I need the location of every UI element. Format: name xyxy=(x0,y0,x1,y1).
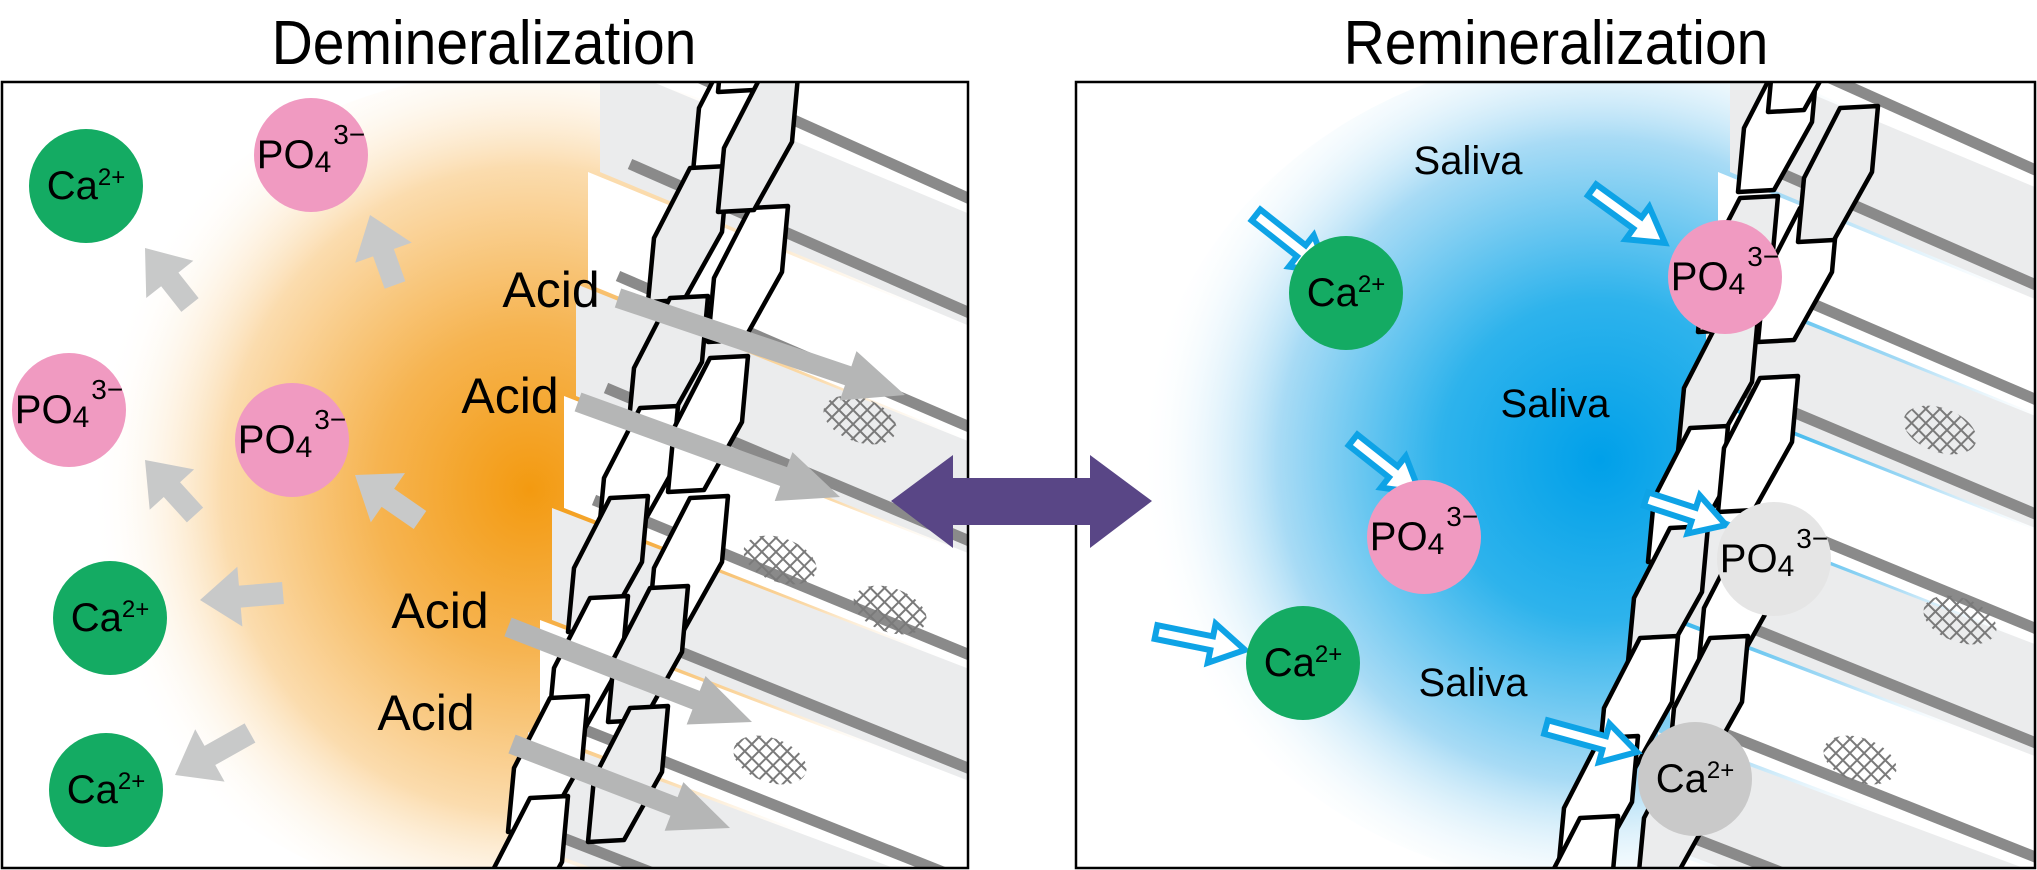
acid-label: Acid xyxy=(502,262,599,318)
ion-label: PO43− xyxy=(1720,523,1828,583)
title-remineralization: Remineralization xyxy=(1343,9,1769,78)
saliva-label: Saliva xyxy=(1501,382,1611,426)
acid-arrow-icon xyxy=(504,617,752,725)
acid-arrow-icon xyxy=(574,392,841,501)
ion-circle xyxy=(49,733,163,847)
saliva-label: Saliva xyxy=(1419,661,1529,705)
ion-circle xyxy=(235,383,349,497)
inward-arrow-icon xyxy=(1540,716,1643,767)
ion-circle xyxy=(53,561,167,675)
ion-circle xyxy=(1638,722,1752,836)
ion-label: Ca2+ xyxy=(71,596,150,640)
crystal-mesh-icon xyxy=(743,535,817,585)
ion-circle xyxy=(1246,606,1360,720)
ion-circle xyxy=(1717,502,1831,616)
crystal-mesh-icon xyxy=(853,585,927,635)
phosphate-ion: PO43− xyxy=(12,353,126,467)
ion-circle xyxy=(29,129,143,243)
acid-arrow-icon xyxy=(508,734,730,831)
crystal-mesh-icon xyxy=(733,735,807,785)
ion-label: Ca2+ xyxy=(67,768,146,812)
ion-label: Ca2+ xyxy=(47,164,126,208)
phosphate-ion: PO43− xyxy=(1717,502,1831,616)
panel-border-right xyxy=(1074,80,2037,870)
ion-label: PO43− xyxy=(1370,501,1478,561)
saliva-label: Saliva xyxy=(1414,139,1524,183)
ion-label: Ca2+ xyxy=(1307,271,1386,315)
outward-arrow-icon xyxy=(145,248,199,312)
ion-circle xyxy=(12,353,126,467)
phosphate-ion: PO43− xyxy=(1668,220,1782,334)
ion-circle xyxy=(1289,236,1403,350)
phosphate-ion: PO43− xyxy=(235,383,349,497)
ion-label: PO43− xyxy=(1671,241,1779,301)
calcium-ion: Ca2+ xyxy=(49,733,163,847)
calcium-ion: Ca2+ xyxy=(29,129,143,243)
phosphate-ion: PO43− xyxy=(254,98,368,212)
crystal-mesh-icon xyxy=(1903,405,1977,455)
calcium-ion: Ca2+ xyxy=(53,561,167,675)
crystal-mesh-icon xyxy=(823,395,897,445)
calcium-ion: Ca2+ xyxy=(1638,722,1752,836)
ion-circle xyxy=(1367,480,1481,594)
panel-demineralization xyxy=(3,83,967,867)
title-demineralization: Demineralization xyxy=(271,9,697,78)
ion-label: Ca2+ xyxy=(1656,757,1735,801)
acid-label: Acid xyxy=(391,583,488,639)
inward-arrow-icon xyxy=(1640,488,1732,538)
calcium-ion: Ca2+ xyxy=(1246,606,1360,720)
panel-border-left xyxy=(0,80,970,870)
calcium-ion: Ca2+ xyxy=(1289,236,1403,350)
acid-label: Acid xyxy=(377,685,474,741)
ion-label: PO43− xyxy=(257,119,365,179)
ion-label: PO43− xyxy=(15,374,123,434)
outward-arrow-icon xyxy=(175,723,256,782)
phosphate-ion: PO43− xyxy=(1367,480,1481,594)
ion-circle xyxy=(1668,220,1782,334)
acid-arrow-icon xyxy=(614,288,906,401)
ion-label: PO43− xyxy=(238,404,346,464)
crystal-mesh-icon xyxy=(1823,735,1897,785)
outward-arrow-icon xyxy=(355,473,427,530)
inward-arrow-icon xyxy=(1583,180,1670,247)
outward-arrow-icon xyxy=(355,214,412,289)
ion-label: Ca2+ xyxy=(1264,641,1343,685)
outward-arrow-icon xyxy=(145,459,204,523)
ion-circle xyxy=(254,98,368,212)
outward-arrow-icon xyxy=(200,566,284,627)
double-arrow-icon xyxy=(891,455,1152,548)
crystal-mesh-icon xyxy=(1923,595,1997,645)
acid-label: Acid xyxy=(461,368,558,424)
inward-arrow-icon xyxy=(1151,617,1251,668)
